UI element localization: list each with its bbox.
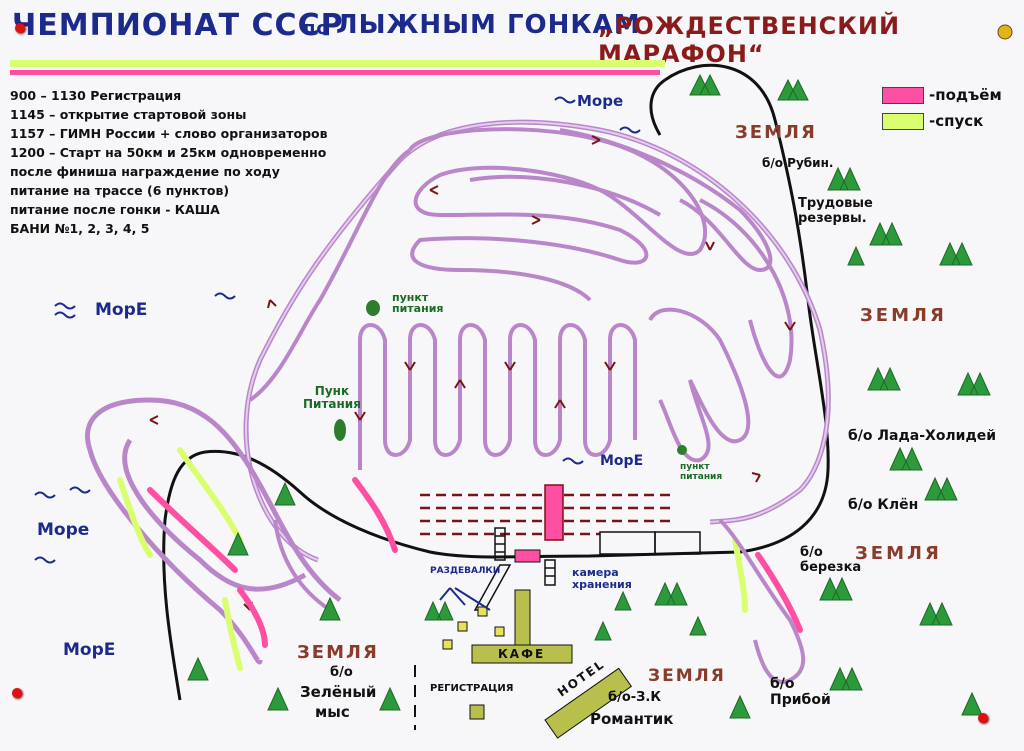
storage-label-line: камера <box>572 566 619 579</box>
building <box>477 606 488 617</box>
sea-label: МорЕ <box>63 640 116 660</box>
start-zone-lanes <box>420 493 670 536</box>
storage-label: камера хранения <box>572 567 632 591</box>
place-label: б/о <box>330 665 353 680</box>
schedule-line: 1200 – Старт на 50км и 25км одновременно <box>10 145 327 160</box>
sea-label: Море <box>577 92 624 110</box>
legend-label: -подъём <box>929 86 1002 104</box>
building <box>471 644 573 664</box>
schedule-line: 1157 – ГИМН России + слово организаторов <box>10 126 328 141</box>
feeding-point-label: пункт питания <box>680 462 722 482</box>
sea-label: Море <box>37 520 90 540</box>
building <box>494 626 505 637</box>
track-west-loop <box>85 397 342 665</box>
building <box>457 621 468 632</box>
storage-block <box>514 549 541 563</box>
track-west-branch <box>248 148 412 402</box>
title-small: по <box>303 18 330 39</box>
schedule-block: 900 – 1130 Регистрация 1145 – открытие с… <box>10 86 328 238</box>
sea-waves <box>34 96 641 564</box>
title-underline-pink <box>10 70 660 75</box>
feeding-point <box>677 445 687 455</box>
hotel-building <box>544 667 633 739</box>
map-legend: -подъём -спуск <box>882 86 1002 138</box>
land-label: ЗЕМЛЯ <box>297 642 379 663</box>
track-serpentine-fingers <box>358 307 751 470</box>
feeding-point-label-line: Пунк <box>314 384 350 398</box>
track-outer <box>245 121 830 561</box>
schedule-line: 900 – 1130 Регистрация <box>10 88 182 103</box>
place-label: Романтик <box>590 710 674 728</box>
climb-segments <box>147 477 803 648</box>
stage-box <box>599 531 656 555</box>
descent-segments <box>117 447 748 671</box>
land-label: ЗЕМЛЯ <box>648 666 726 686</box>
place-label: Трудовые резервы. <box>798 196 873 226</box>
pushpin <box>978 713 988 723</box>
start-banner <box>544 484 564 541</box>
feeding-point-label-line: питания <box>680 472 723 482</box>
registration-label: РЕГИСТРАЦИЯ <box>430 683 514 694</box>
place-label: б/о Клён <box>848 497 919 513</box>
track-serpentine-upper <box>408 127 794 379</box>
feeding-point <box>366 300 380 316</box>
land-label: ЗЕМЛЯ <box>735 122 817 143</box>
schedule-line: после финиша награждение по ходу <box>10 164 280 179</box>
pushpin <box>15 23 25 33</box>
building <box>514 589 531 646</box>
climb-swatch <box>882 86 924 104</box>
direction-arrows <box>439 587 491 611</box>
place-label: б/о-З.К <box>608 690 661 705</box>
place-label: мыс <box>315 703 350 721</box>
schedule-line: питание после гонки - КАША <box>10 202 220 217</box>
legend-item-climb: -подъём <box>882 86 1002 104</box>
feeding-point <box>334 419 346 441</box>
feeding-point-label: пункт питания <box>392 292 443 314</box>
legend-item-descent: -спуск <box>882 112 1002 130</box>
schedule-line: питание на трассе (6 пунктов) <box>10 183 230 198</box>
building <box>469 704 485 720</box>
track-south <box>273 519 332 612</box>
schedule-line: 1145 – открытие стартовой зоны <box>10 107 247 122</box>
feeding-point-label-line: пункт <box>680 462 710 472</box>
coastline <box>162 63 830 701</box>
descent-swatch <box>882 112 924 130</box>
sea-label: МорЕ <box>600 453 644 469</box>
place-label: б/о Лада-Холидей <box>848 428 997 444</box>
trees <box>187 73 991 719</box>
pushpin <box>12 688 22 698</box>
place-label: Зелёный <box>300 683 377 701</box>
track-west-loop <box>122 438 307 592</box>
schedule-line: БАНИ №1, 2, 3, 4, 5 <box>10 221 150 236</box>
track-east-south <box>718 518 806 684</box>
storage-label-line: хранения <box>572 578 632 591</box>
feeding-point-label-line: Питания <box>303 397 361 411</box>
coastline-north <box>649 78 666 136</box>
thumbtack <box>997 24 1013 40</box>
building <box>442 639 453 650</box>
land-label: ЗЕМЛЯ <box>860 305 947 326</box>
cafe-label: КАФЕ <box>498 647 546 661</box>
land-label: ЗЕМЛЯ <box>855 543 942 564</box>
feeding-point-label: Пунк Питания <box>303 385 361 411</box>
title-main: ЧЕМПИОНАТ СССР <box>12 8 344 43</box>
sea-label: МорЕ <box>95 300 148 320</box>
feeding-point-label-line: питания <box>392 302 444 315</box>
legend-label: -спуск <box>929 112 984 130</box>
title-underline-green <box>10 60 665 67</box>
place-label: б/о Рубин. <box>762 156 834 170</box>
feeding-point-label-line: пункт <box>392 291 429 304</box>
stage-box <box>654 531 701 555</box>
place-label: б/о Прибой <box>770 676 831 708</box>
place-label: б/о березка <box>800 545 862 575</box>
changing-room-label: РАЗДЕВАЛКИ <box>430 566 501 576</box>
title-rest: ЛЫЖНЫМ ГОНКАМ <box>336 10 641 40</box>
event-name: „РОЖДЕСТВЕНСКИЙ МАРАФОН“ <box>598 12 901 68</box>
